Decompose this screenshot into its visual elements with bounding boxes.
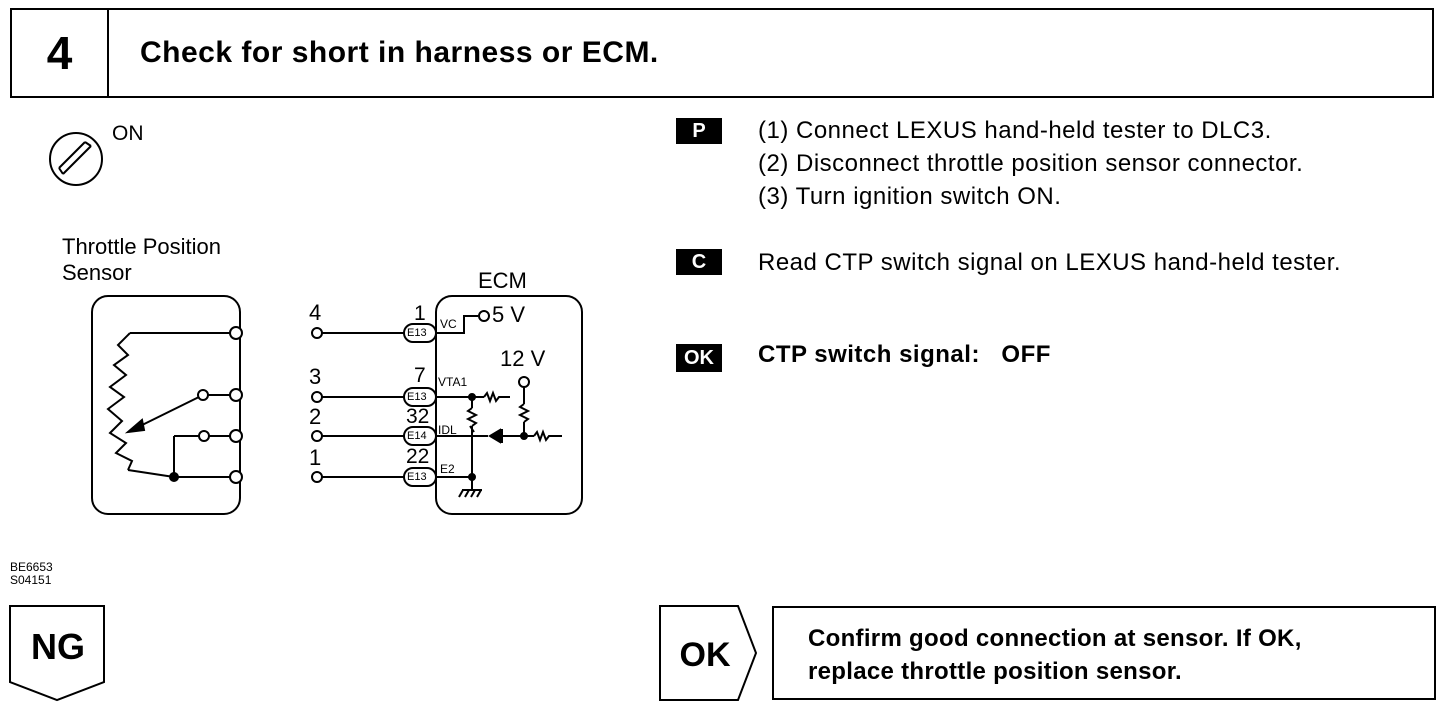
voltage-12v-label: 12 V bbox=[500, 346, 546, 371]
connector-code: E13 bbox=[407, 327, 427, 339]
harness-terminal-label: 2 bbox=[309, 404, 322, 429]
p-badge: P bbox=[676, 118, 722, 144]
voltage-5v-label: 5 V bbox=[492, 302, 526, 327]
ok-result-shape bbox=[659, 605, 758, 701]
step-header: 4 Check for short in harness or ECM. bbox=[10, 8, 1434, 98]
ok-condition: CTP switch signal: OFF bbox=[758, 341, 1051, 368]
harness-terminal-label: 3 bbox=[309, 364, 322, 389]
signal-label: IDL bbox=[438, 423, 457, 437]
harness-terminal-label: 4 bbox=[309, 300, 322, 325]
procedure-step: (3) Turn ignition switch ON. bbox=[758, 183, 1062, 210]
signal-label: VC bbox=[440, 317, 457, 331]
ecm-pin-label: 7 bbox=[414, 364, 426, 387]
ignition-key-icon bbox=[49, 132, 103, 186]
tps-label: Throttle Position Sensor bbox=[62, 234, 221, 286]
ok-result-box: Confirm good connection at sensor. If OK… bbox=[772, 606, 1436, 700]
check-instruction: Read CTP switch signal on LEXUS hand-hel… bbox=[758, 249, 1342, 276]
ignition-on-label: ON bbox=[112, 122, 144, 145]
ecm-pin-label: 22 bbox=[406, 445, 430, 468]
figure-code: BE6653 bbox=[10, 560, 53, 574]
connector-code: E14 bbox=[407, 430, 427, 442]
step-title: Check for short in harness or ECM. bbox=[140, 36, 659, 69]
ok-result-text: Confirm good connection at sensor. If OK… bbox=[808, 622, 1302, 688]
figure-code: S04151 bbox=[10, 573, 52, 587]
ok-result-label: OK bbox=[679, 636, 731, 674]
ecm-pin-label: 32 bbox=[406, 405, 430, 428]
step-number: 4 bbox=[12, 10, 109, 96]
procedure-steps: (1) Connect LEXUS hand-held tester to DL… bbox=[758, 114, 1436, 213]
ok-result-line1: Confirm good connection at sensor. If OK… bbox=[808, 625, 1302, 652]
ng-result-shape bbox=[9, 605, 105, 702]
harness-wires bbox=[311, 327, 404, 483]
ng-result-label: NG bbox=[31, 626, 85, 667]
c-badge: C bbox=[676, 249, 722, 275]
signal-label: E2 bbox=[440, 462, 455, 476]
connector-code: E13 bbox=[407, 391, 427, 403]
tps-label-line1: Throttle Position bbox=[62, 234, 221, 259]
tps-sensor-symbol bbox=[91, 295, 243, 515]
tps-label-line2: Sensor bbox=[62, 260, 132, 285]
procedure-step: (2) Disconnect throttle position sensor … bbox=[758, 150, 1304, 177]
connector-code: E13 bbox=[407, 471, 427, 483]
signal-label: VTA1 bbox=[438, 375, 468, 389]
figure-codes: BE6653 S04151 bbox=[10, 561, 53, 587]
ecm-label: ECM bbox=[478, 268, 527, 293]
ok-result-line2: replace throttle position sensor. bbox=[808, 658, 1182, 685]
harness-terminal-label: 1 bbox=[309, 445, 322, 470]
ecm-pin-label: 1 bbox=[414, 302, 426, 325]
ecm-symbol bbox=[403, 295, 583, 515]
ok-badge: OK bbox=[676, 344, 722, 372]
procedure-step: (1) Connect LEXUS hand-held tester to DL… bbox=[758, 117, 1272, 144]
